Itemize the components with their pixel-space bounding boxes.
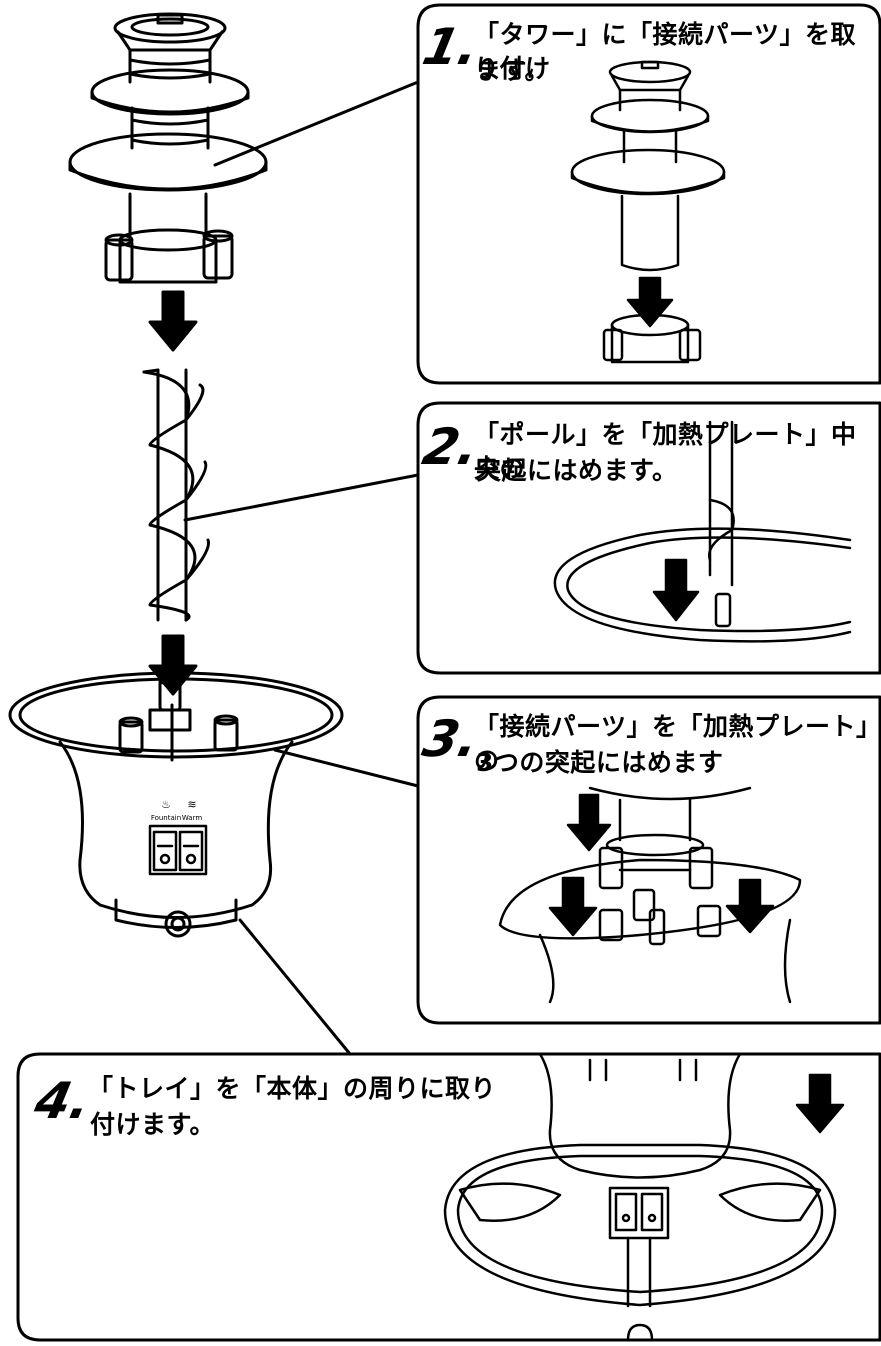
leader-line-3 [273, 748, 420, 788]
step1-illustration [570, 60, 726, 364]
arrow-down-1 [148, 290, 198, 352]
warm-symbol: ≋ [187, 798, 196, 811]
step2-line2: 突起にはめます。 [476, 456, 678, 485]
step2-line1: 「ポール」を「加熱プレート」中央の [474, 420, 857, 483]
step1-frame [416, 3, 881, 385]
step1-line1: 「タワー」に「接続パーツ」を取り付け [474, 20, 857, 83]
fountain-symbol: ♨ [161, 798, 171, 811]
step4-number: 4. [29, 1072, 96, 1130]
step2-frame [416, 401, 881, 675]
leader-line-2 [183, 473, 420, 522]
step4-line1: 「トレイ」を「本体」の周りに取り [88, 1074, 497, 1103]
step4-line2: 付けます。 [90, 1110, 216, 1139]
step4-frame [16, 1052, 881, 1342]
tower-main [68, 12, 268, 284]
step2-illustration [553, 420, 852, 643]
leader-line-4 [238, 918, 352, 1056]
fountain-label: Fountain [151, 814, 181, 822]
step4-illustration [443, 1052, 845, 1342]
step3-illustration [498, 786, 802, 1004]
step3-line2: 3つの突起にはめます [476, 748, 724, 777]
leader-line-1 [213, 80, 420, 167]
switch-panel-main [148, 824, 208, 876]
spiral-pole [142, 368, 211, 622]
step3-line1: 「接続パーツ」を「加熱プレート」の [474, 712, 870, 775]
step3-frame [416, 695, 881, 1025]
fountain-base [8, 671, 344, 938]
step1-line2: ます。 [476, 56, 551, 85]
warm-label: Warm [182, 814, 203, 822]
